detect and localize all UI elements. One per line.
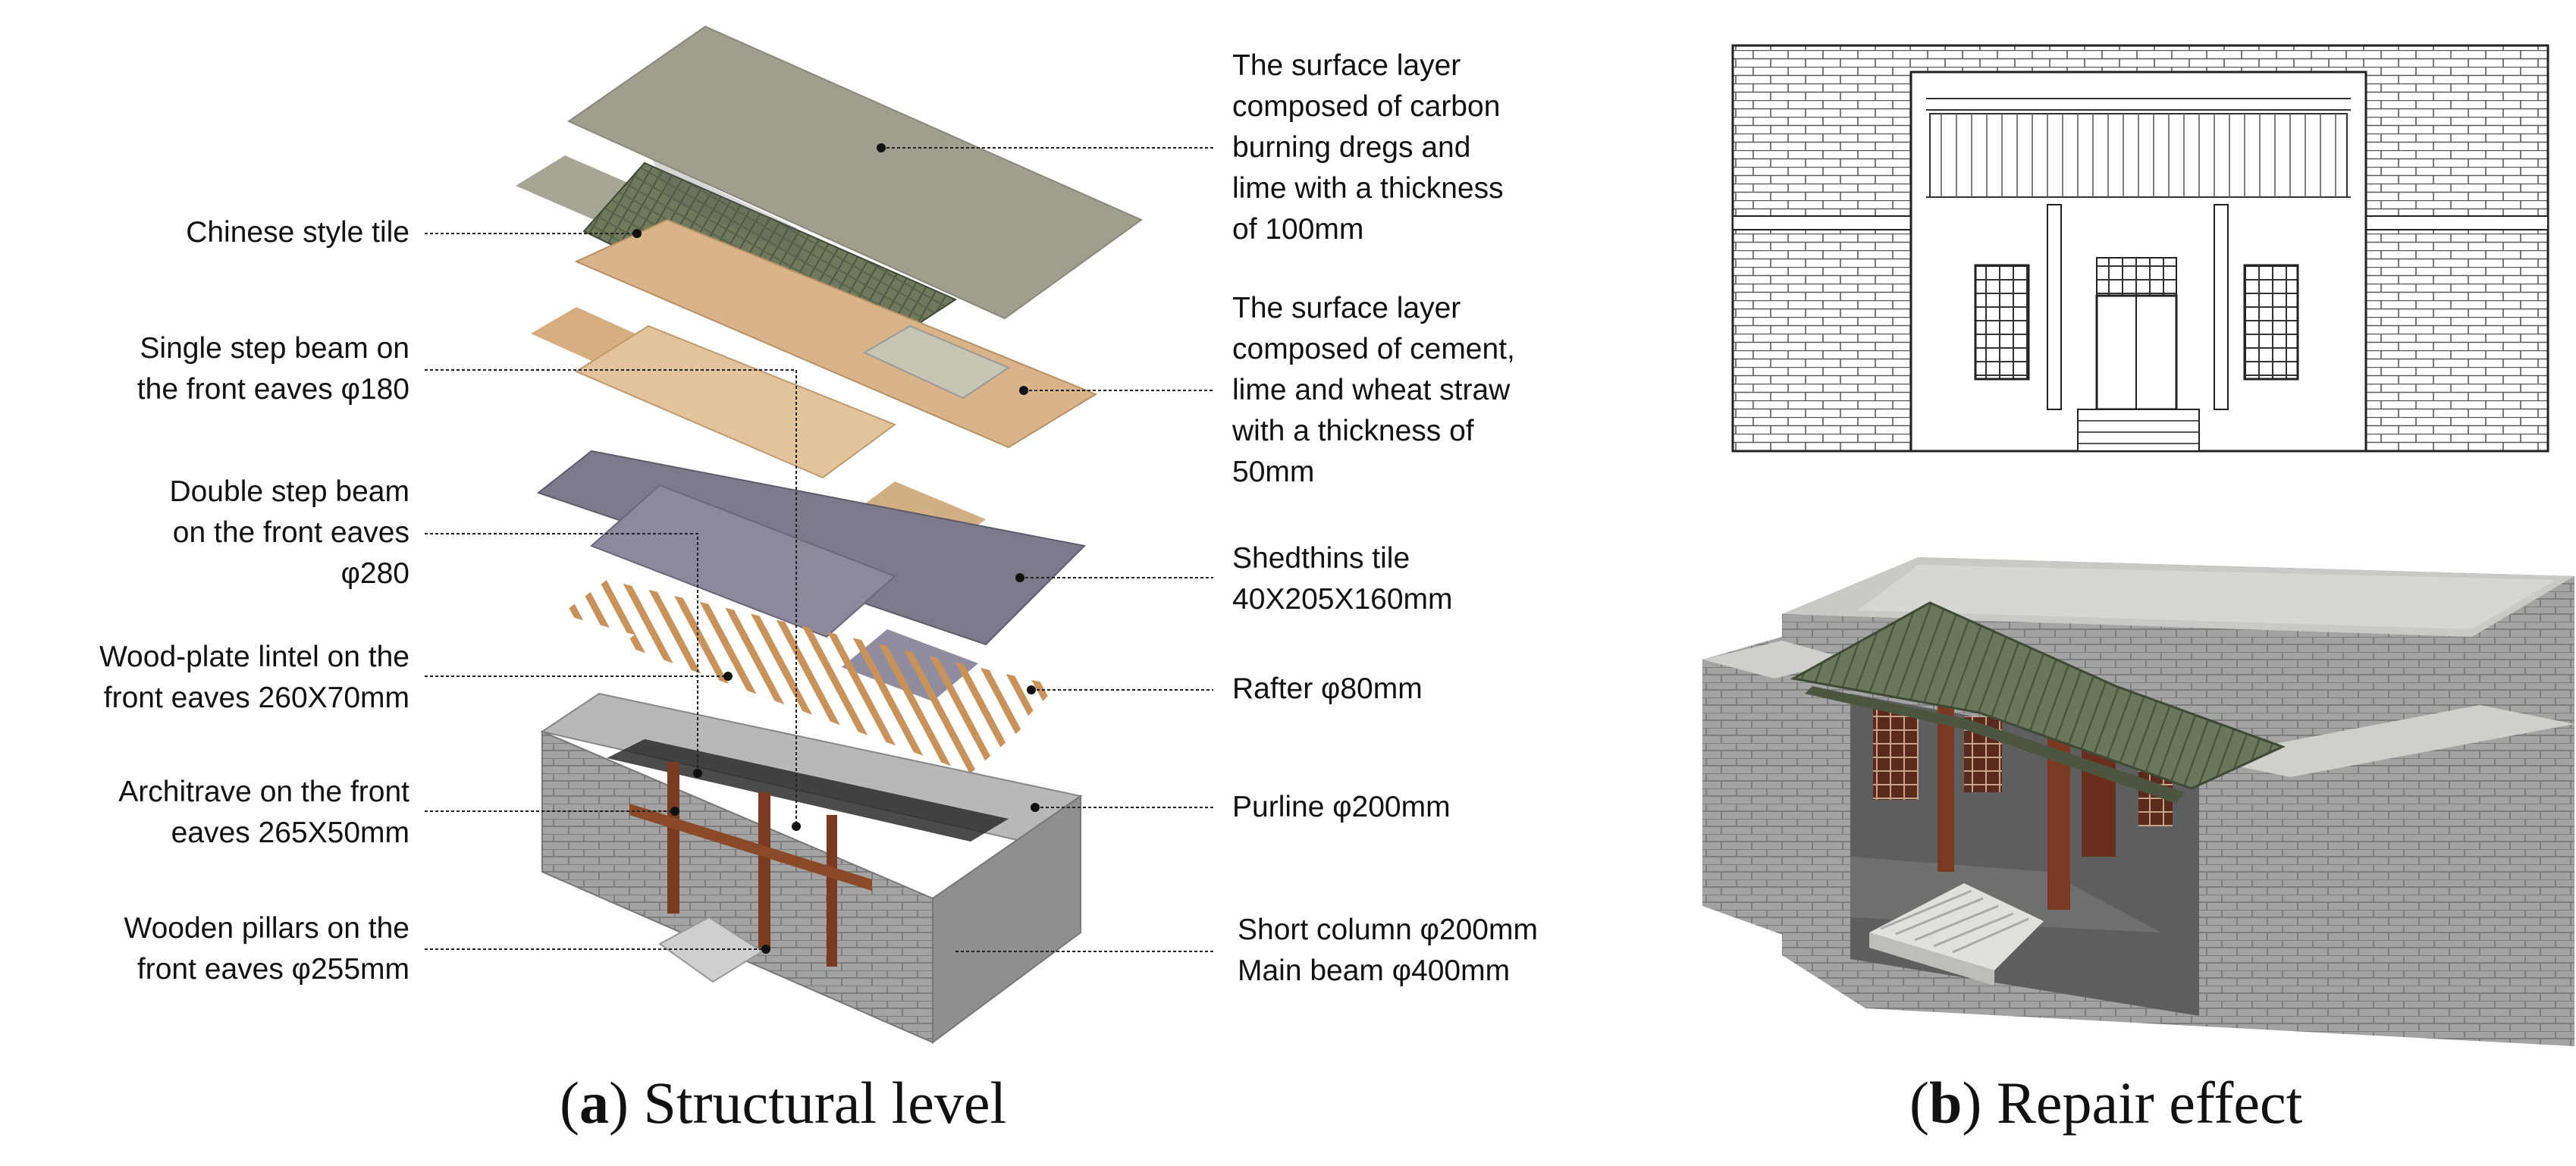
base-interior bbox=[607, 739, 1009, 842]
caption-a-text: Structural level bbox=[643, 1070, 1007, 1136]
base-side bbox=[932, 795, 1081, 1044]
label-chinese-style-tile: Chinese style tile bbox=[186, 216, 409, 249]
straw-patch bbox=[862, 324, 1011, 400]
right-leaders bbox=[881, 147, 1213, 952]
exploded-structure bbox=[516, 25, 1143, 1044]
straw-fragment-2 bbox=[574, 324, 897, 479]
label-architrave: Architrave on the front eaves 265X50mm bbox=[118, 776, 409, 849]
left-leaders bbox=[425, 233, 797, 950]
label-wooden-pillars: Wooden pillars on the front eaves φ255mm bbox=[124, 912, 409, 986]
render-pillar-1 bbox=[1937, 701, 1954, 872]
rafter-layer-2 bbox=[622, 599, 1031, 773]
label-surface-layer-carbon: The surface layer composed of carbon bur… bbox=[1232, 49, 1504, 246]
label-wood-plate-lintel: Wood-plate lintel on the front eaves 260… bbox=[99, 641, 409, 714]
caption-b-text: Repair effect bbox=[1996, 1070, 2303, 1136]
caption-b: (b) Repair effect bbox=[1909, 1070, 2303, 1136]
label-single-step-beam: Single step beam on the front eaves φ180 bbox=[136, 332, 409, 406]
tile-shadow bbox=[652, 159, 804, 262]
right-leader-dots bbox=[877, 143, 1040, 812]
left-leader-dots bbox=[632, 229, 801, 954]
caption-a-letter: a bbox=[579, 1070, 609, 1136]
caption-b-letter: b bbox=[1928, 1070, 1963, 1136]
top-surface-layer bbox=[566, 25, 1143, 320]
label-shedthins-tile: Shedthins tile 40X205X160mm bbox=[1232, 542, 1453, 616]
pillar-1 bbox=[667, 762, 679, 914]
label-purline: Purline φ200mm bbox=[1232, 791, 1451, 823]
beam-1 bbox=[629, 804, 872, 891]
label-short-column-main-beam: Short column φ200mm Main beam φ400mm bbox=[1238, 914, 1538, 987]
rendered-perspective bbox=[1702, 557, 2574, 1046]
pillar-3 bbox=[827, 815, 837, 967]
shedthin-upper bbox=[590, 484, 896, 638]
pillar-2 bbox=[758, 792, 770, 948]
label-rafter: Rafter φ80mm bbox=[1232, 672, 1423, 705]
label-double-step-beam: Double step beam on the front eaves φ280 bbox=[169, 475, 409, 590]
label-surface-layer-cement: The surface layer composed of cement, li… bbox=[1232, 292, 1515, 488]
caption-a: (a) Structural level bbox=[560, 1070, 1007, 1136]
elevation-drawing bbox=[1731, 44, 2549, 453]
